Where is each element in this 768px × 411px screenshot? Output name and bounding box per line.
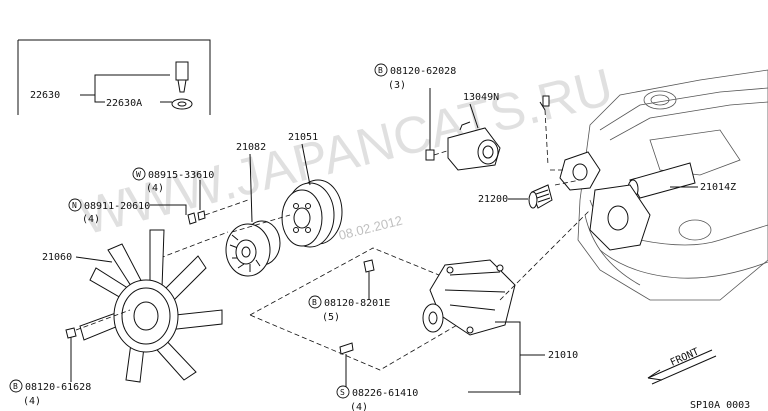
thermostat — [528, 184, 553, 209]
assembly-axis — [231, 214, 291, 233]
label-21082: 21082 — [236, 142, 266, 153]
label-qty-4-n: (4) — [82, 214, 100, 225]
label-21010: 21010 — [548, 350, 578, 361]
label-08226-61410: 08226-61410 — [352, 388, 418, 399]
label-qty-4-b3: (4) — [23, 396, 41, 407]
label-08120-61628: 08120-61628 — [25, 382, 91, 393]
marker-b3: B — [13, 382, 18, 391]
pump-stud — [339, 342, 354, 392]
label-21051: 21051 — [288, 132, 318, 143]
front-label: FRONT — [669, 346, 701, 368]
marker-b1: B — [378, 66, 383, 75]
thermostat-housing — [447, 95, 550, 171]
label-21200: 21200 — [478, 194, 508, 205]
label-qty-4-w: (4) — [146, 183, 164, 194]
label-08120-8201e: 08120-8201E — [324, 298, 390, 309]
fan-bolt — [65, 309, 131, 382]
inset-box: 22630 22630A — [17, 39, 211, 115]
front-arrow-icon — [647, 349, 717, 385]
water-outlet — [559, 151, 651, 251]
label-08911-20610: 08911-20610 — [84, 201, 150, 212]
label-qty-5: (5) — [322, 312, 340, 323]
cooling-fan — [79, 229, 223, 383]
label-22630a: 22630A — [106, 98, 142, 109]
label-qty-3: (3) — [388, 80, 406, 91]
watermark-date: 08.02.2012 — [337, 213, 404, 243]
label-13049n: 13049N — [463, 92, 499, 103]
bolt-callout-08120-62028: B 08120-62028 (3) — [374, 63, 456, 161]
pump-bolt — [363, 259, 375, 300]
fan-clutch — [225, 220, 281, 277]
label-22630: 22630 — [30, 90, 60, 101]
figure-code: SP10A 0003 — [690, 400, 750, 411]
marker-w: W — [136, 170, 141, 179]
temperature-sensor — [171, 61, 193, 110]
label-21014z: 21014Z — [700, 182, 736, 193]
marker-n: N — [72, 201, 77, 210]
washer-nut-parts — [159, 199, 249, 259]
water-pump-pulley — [281, 179, 343, 248]
label-08120-62028: 08120-62028 — [390, 66, 456, 77]
marker-s: S — [340, 388, 345, 397]
marker-b2: B — [312, 298, 317, 307]
label-21060: 21060 — [42, 252, 72, 263]
label-qty-4-s: (4) — [350, 402, 368, 411]
water-pump — [422, 259, 516, 336]
hose-part — [627, 162, 696, 199]
watermark-text: WWW.JAPANCATS.RU — [74, 58, 619, 247]
label-08915-33610: 08915-33610 — [148, 170, 214, 181]
